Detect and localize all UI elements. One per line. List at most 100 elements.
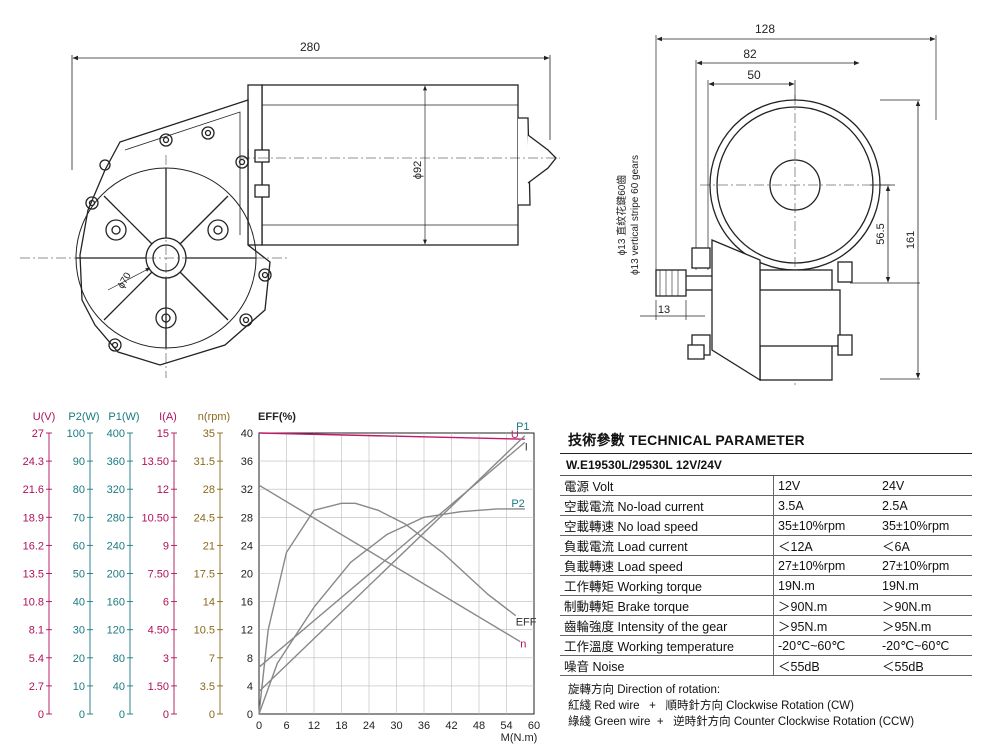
left-axis-tick-label: 400 xyxy=(107,428,125,440)
eff-axis-tick-label: 16 xyxy=(241,597,253,609)
dim-width: 128 xyxy=(755,22,775,36)
left-axis-tick-label: 24.5 xyxy=(194,512,215,524)
tech-row-24v: 35±10%rpm xyxy=(878,515,972,536)
left-axis-tick-label: 9 xyxy=(163,540,169,552)
dim-length: 280 xyxy=(300,40,320,54)
left-axis-tick-label: 13.50 xyxy=(141,456,169,468)
x-axis-tick-label: 6 xyxy=(283,720,289,732)
chart-left-axes: U(V) 27 24.3 21.6 18.9 16.2 13.5 10.8 8.1 5.4 2.7 0… xyxy=(23,411,253,721)
series-label-n: n xyxy=(520,639,526,651)
tech-row-12v: 27±10%rpm xyxy=(773,555,878,576)
series-label-p2: P2 xyxy=(511,498,524,510)
left-axis-tick-label: 21.6 xyxy=(23,484,44,496)
tech-row-label: 噪音 Noise xyxy=(560,655,774,676)
left-axis-tick-label: 40 xyxy=(113,681,125,693)
side-view xyxy=(640,35,937,385)
dim-82: 82 xyxy=(743,47,757,61)
x-axis-label: M(N.m) xyxy=(501,732,538,744)
tech-row-12v: 12V xyxy=(773,476,878,496)
left-axis-tick-label: 100 xyxy=(67,428,85,440)
dim-diameter-92: ϕ92 xyxy=(412,161,424,179)
tech-row-24v: 24V xyxy=(878,476,972,496)
series-i-line xyxy=(258,441,526,668)
left-axis-tick-label: 16.2 xyxy=(23,540,44,552)
series-p2-line xyxy=(258,508,525,715)
tech-row-label: 電源 Volt xyxy=(560,476,774,496)
tech-row-12v: 35±10%rpm xyxy=(773,515,878,536)
eff-axis-tick-label: 8 xyxy=(247,653,253,665)
left-axis-tick-label: 18.9 xyxy=(23,512,44,524)
left-axis-header: I(A) xyxy=(159,411,177,423)
left-axis-tick-label: 10.8 xyxy=(23,597,44,609)
left-axis-tick-label: 20 xyxy=(73,653,85,665)
eff-axis-tick-label: 32 xyxy=(241,484,253,496)
tech-row: 制動轉矩 Brake torque＞90N.m＞90N.m xyxy=(560,595,972,616)
tech-row-label: 負載轉速 Load speed xyxy=(560,555,774,576)
left-axis-tick-label: 3 xyxy=(163,653,169,665)
left-axis-tick-label: 10.5 xyxy=(194,625,215,637)
tech-row-12v: ＞95N.m xyxy=(773,615,878,636)
series-eff-line xyxy=(258,502,517,715)
tech-row: 噪音 Noise＜55dB＜55dB xyxy=(560,655,972,676)
y-axis-header: EFF(%) xyxy=(258,411,296,423)
x-axis-tick-label: 60 xyxy=(528,720,540,732)
x-axis-tick-label: 0 xyxy=(256,720,262,732)
series-label-u: U xyxy=(511,429,519,441)
x-axis-tick-label: 30 xyxy=(390,720,402,732)
eff-axis-tick-label: 0 xyxy=(247,709,253,721)
tech-row-label: 負載電流 Load current xyxy=(560,535,774,556)
left-axis-tick-label: 5.4 xyxy=(29,653,44,665)
eff-axis-tick-label: 40 xyxy=(241,428,253,440)
tech-row-label: 空載電流 No-load current xyxy=(560,495,774,516)
tech-row-12v: ＜12A xyxy=(773,535,878,556)
chart-series xyxy=(258,432,526,715)
left-axis-tick-label: 160 xyxy=(107,597,125,609)
left-axis-tick-label: 70 xyxy=(73,512,85,524)
left-axis-tick-label: 4.50 xyxy=(148,625,169,637)
tech-row-label: 制動轉矩 Brake torque xyxy=(560,595,774,616)
left-axis-tick-label: 27 xyxy=(32,428,44,440)
dim-56-5: 56.5 xyxy=(875,223,887,244)
left-axis-tick-label: 0 xyxy=(38,709,44,721)
left-axis-tick-label: 12 xyxy=(157,484,169,496)
shaft-note-en: ϕ13 vertical stripe 60 gears xyxy=(630,155,641,275)
left-axis-tick-label: 360 xyxy=(107,456,125,468)
left-axis-tick-label: 0 xyxy=(119,709,125,721)
left-axis-tick-label: 17.5 xyxy=(194,569,215,581)
tech-row: 工作溫度 Working temperature-20℃~60℃-20℃~60℃ xyxy=(560,635,972,656)
left-axis-tick-label: 320 xyxy=(107,484,125,496)
left-axis-tick-label: 120 xyxy=(107,625,125,637)
left-axis-tick-label: 0 xyxy=(79,709,85,721)
x-axis-tick-label: 12 xyxy=(308,720,320,732)
x-axis-tick-label: 18 xyxy=(335,720,347,732)
left-axis-header: U(V) xyxy=(33,411,56,423)
tech-title: 技術參數 TECHNICAL PARAMETER xyxy=(560,424,972,454)
left-axis-tick-label: 35 xyxy=(203,428,215,440)
left-axis-tick-label: 10 xyxy=(73,681,85,693)
left-axis-tick-label: 30 xyxy=(73,625,85,637)
dim-13: 13 xyxy=(658,304,670,316)
left-axis-tick-label: 2.7 xyxy=(29,681,44,693)
x-axis-tick-label: 36 xyxy=(418,720,430,732)
tech-row-12v: -20℃~60℃ xyxy=(773,635,878,656)
left-axis-tick-label: 31.5 xyxy=(194,456,215,468)
left-axis-tick-label: 21 xyxy=(203,540,215,552)
eff-axis-tick-label: 20 xyxy=(241,569,253,581)
tech-row-label: 工作溫度 Working temperature xyxy=(560,635,774,656)
tech-row-24v: ＞95N.m xyxy=(878,615,972,636)
left-axis-tick-label: 13.5 xyxy=(23,569,44,581)
left-axis-tick-label: 15 xyxy=(157,428,169,440)
left-axis-tick-label: 8.1 xyxy=(29,625,44,637)
left-axis-tick-label: 24.3 xyxy=(23,456,44,468)
performance-chart: U(V) 27 24.3 21.6 18.9 16.2 13.5 10.8 8.1 5.4 2.7 0… xyxy=(23,411,541,744)
left-axis-tick-label: 1.50 xyxy=(148,681,169,693)
front-view xyxy=(20,55,560,378)
x-axis-tick-label: 54 xyxy=(500,720,512,732)
